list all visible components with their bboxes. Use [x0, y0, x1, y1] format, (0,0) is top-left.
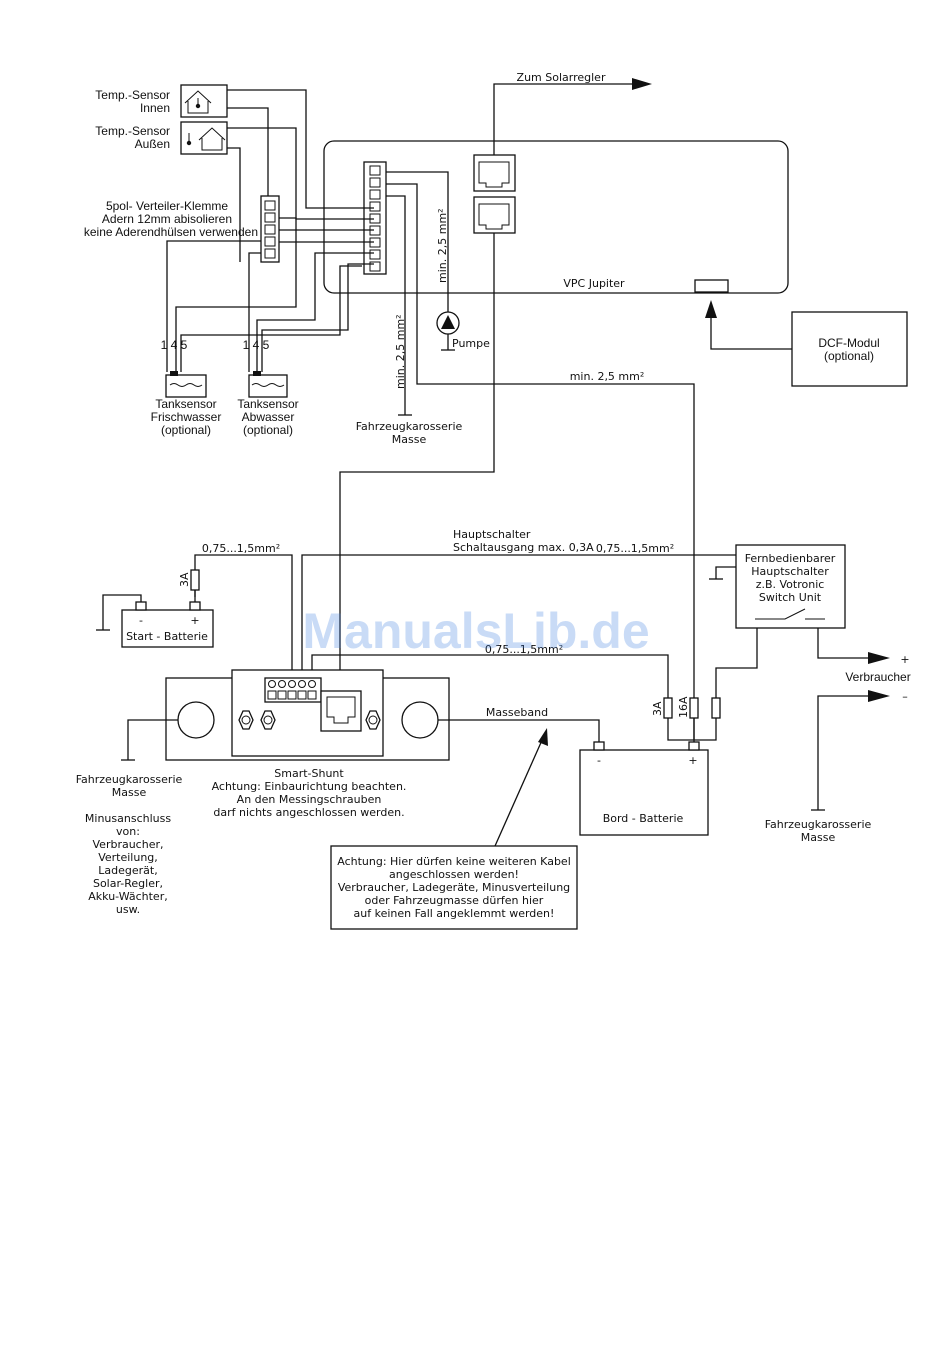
- masse-top-label-2: Masse: [392, 433, 427, 446]
- sensor-wiring: [166, 89, 695, 740]
- hauptschalter-wiring: 0,75...1,5mm² Hauptschalter Schaltausgan…: [194, 528, 758, 742]
- fern-label-3: z.B. Votronic: [756, 578, 825, 591]
- start-batterie: - + Start - Batterie: [96, 594, 214, 648]
- minus-label-3: Verbraucher,: [93, 838, 164, 851]
- fuse-16a-label: 16A: [677, 696, 690, 718]
- bord-batterie: - + Bord - Batterie: [579, 741, 709, 836]
- masse-left-label-1: Fahrzeugkarosserie: [76, 773, 183, 786]
- warn-label-1: Achtung: Hier dürfen keine weiteren Kabe…: [337, 855, 571, 868]
- temp-sensor-aussen: Temp.-Sensor Außen: [95, 121, 228, 155]
- fern-label-1: Fernbedienbarer: [745, 552, 836, 565]
- solar-line: Zum Solarregler: [493, 71, 652, 155]
- pumpe-label: Pumpe: [452, 337, 490, 350]
- wire-075-left: 0,75...1,5mm²: [202, 542, 280, 555]
- min25-vertical-1: min. 2,5 mm²: [436, 208, 449, 283]
- tanksensor-abwasser: 1 4 5 Tanksensor Abwasser (optional): [237, 338, 298, 437]
- solar-label: Zum Solarregler: [517, 71, 606, 84]
- start-batt-label: Start - Batterie: [126, 630, 208, 643]
- bord-batt-label: Bord - Batterie: [603, 812, 684, 825]
- warn-label-2: angeschlossen werden!: [389, 868, 519, 881]
- masse-left-label-2: Masse: [112, 786, 147, 799]
- dcf-label-1: DCF-Modul: [818, 336, 879, 350]
- min25-horizontal: min. 2,5 mm²: [570, 370, 645, 383]
- pins-right: 1 4 5: [243, 338, 270, 352]
- masse-right-label-1: Fahrzeugkarosserie: [765, 818, 872, 831]
- tank-fw-label-2: Frischwasser: [151, 410, 222, 424]
- warn-label-3: Verbraucher, Ladegeräte, Minusverteilung: [338, 881, 570, 894]
- min25-vertical-2: min. 2,5 mm²: [394, 314, 407, 389]
- bord-minus: -: [597, 754, 601, 767]
- masseband: Masseband: [438, 706, 600, 847]
- watermark: ManualsLib.de: [302, 603, 649, 659]
- masse-top-label-1: Fahrzeugkarosserie: [356, 420, 463, 433]
- fern-label-4: Switch Unit: [759, 591, 822, 604]
- warn-label-5: auf keinen Fall angeklemmt werden!: [354, 907, 555, 920]
- verbraucher-label: Verbraucher: [845, 670, 910, 684]
- minus-sign-label: –: [902, 690, 908, 703]
- temp-aussen-label-1: Temp.-Sensor: [95, 124, 170, 138]
- fuse-3a-top-label: 3A: [178, 572, 191, 587]
- pumpe: Pumpe: [436, 311, 490, 351]
- pins-left: 1 4 5: [161, 338, 188, 352]
- start-plus: +: [190, 614, 199, 627]
- vpc-label: VPC Jupiter: [563, 277, 625, 290]
- dcf-label-2: (optional): [824, 349, 874, 363]
- minus-label-1: Minusanschluss: [85, 812, 171, 825]
- verteiler-klemme: 5pol- Verteiler-Klemme Adern 12mm abisol…: [84, 195, 280, 263]
- start-minus: -: [139, 614, 143, 627]
- warning-box: Achtung: Hier dürfen keine weiteren Kabe…: [330, 845, 578, 930]
- smart-shunt: Smart-Shunt Achtung: Einbaurichtung beac…: [165, 669, 450, 819]
- minus-label-4: Verteilung,: [98, 851, 158, 864]
- minus-label-8: usw.: [116, 903, 140, 916]
- shunt-label-1: Smart-Shunt: [274, 767, 344, 780]
- fuses-bord: 3A 16A: [651, 696, 721, 719]
- temp-aussen-label-2: Außen: [135, 137, 170, 151]
- temp-innen-label-2: Innen: [140, 101, 170, 115]
- hauptschalter-label-2: Schaltausgang max. 0,3A: [453, 541, 594, 554]
- tank-fw-label-1: Tanksensor: [155, 397, 216, 411]
- tank-aw-label-2: Abwasser: [242, 410, 295, 424]
- tank-fw-label-3: (optional): [161, 423, 211, 437]
- temp-sensor-innen: Temp.-Sensor Innen: [95, 84, 228, 118]
- fern-label-2: Hauptschalter: [751, 565, 829, 578]
- switch-unit: Fernbedienbarer Hauptschalter z.B. Votro…: [709, 544, 911, 844]
- klemme-label-2: Adern 12mm abisolieren: [102, 212, 232, 226]
- masseband-label: Masseband: [486, 706, 548, 719]
- minus-label-2: von:: [116, 825, 140, 838]
- vpc-jupiter: VPC Jupiter: [323, 140, 789, 294]
- tanksensor-frischwasser: 1 4 5 Tanksensor Frischwasser (optional): [151, 338, 222, 437]
- masse-right-label-2: Masse: [801, 831, 836, 844]
- hauptschalter-label-1: Hauptschalter: [453, 528, 531, 541]
- plus-sign-label: +: [900, 653, 909, 666]
- shunt-label-4: darf nichts angeschlossen werden.: [213, 806, 404, 819]
- klemme-label-3: keine Aderendhülsen verwenden: [84, 225, 258, 239]
- shunt-label-3: An den Messingschrauben: [237, 793, 382, 806]
- fuse-3a-start: 3A: [178, 569, 200, 602]
- minus-label-5: Ladegerät,: [98, 864, 157, 877]
- masse-left: Fahrzeugkarosserie Masse: [76, 719, 183, 799]
- klemme-label-1: 5pol- Verteiler-Klemme: [106, 199, 228, 213]
- minus-label-7: Akku-Wächter,: [88, 890, 167, 903]
- minusanschluss-list: Minusanschluss von: Verbraucher, Verteil…: [85, 812, 171, 916]
- tank-aw-label-3: (optional): [243, 423, 293, 437]
- tank-aw-label-1: Tanksensor: [237, 397, 298, 411]
- temp-innen-label-1: Temp.-Sensor: [95, 88, 170, 102]
- wire-075-mid: 0,75...1,5mm²: [485, 643, 563, 656]
- bord-plus: +: [688, 754, 697, 767]
- shunt-label-2: Achtung: Einbaurichtung beachten.: [212, 780, 407, 793]
- minus-label-6: Solar-Regler,: [93, 877, 163, 890]
- wire-075-right: 0,75...1,5mm²: [596, 542, 674, 555]
- dcf-modul: DCF-Modul (optional): [705, 300, 908, 387]
- fuse-3a-label: 3A: [651, 701, 664, 716]
- warn-label-4: oder Fahrzeugmasse dürfen hier: [365, 894, 544, 907]
